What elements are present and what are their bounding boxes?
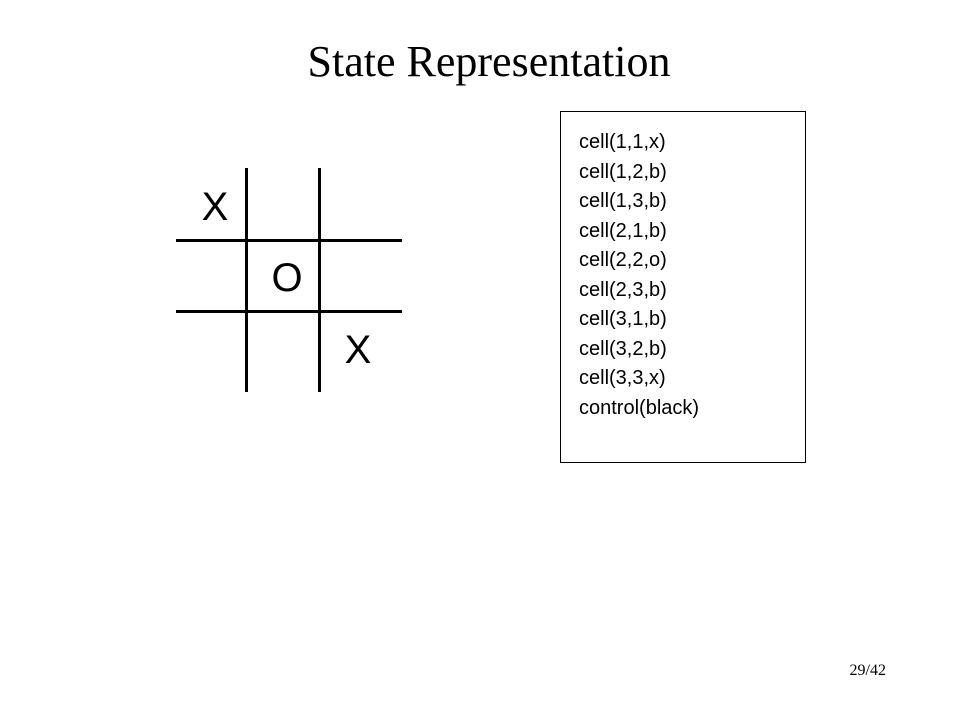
grid-line-horizontal-2 [176,310,402,313]
page-number: 29/42 [849,662,886,679]
fact-item: cell(1,1,x) [579,131,666,153]
grid-line-vertical-1 [245,168,248,392]
fact-item: cell(3,2,b) [579,337,667,360]
fact-item: cell(1,3,b) [579,190,667,212]
grid-line-horizontal-1 [176,239,402,242]
board-cell-1-3 [321,168,393,240]
board-cell-3-2 [248,313,320,385]
grid-line-vertical-2 [318,168,321,392]
state-facts-box: cell(1,1,x) cell(1,2,b) cell(1,3,b) cell… [560,111,806,463]
board-cell-1-1: X [201,185,229,229]
board-cell-1-2 [248,168,320,240]
fact-item: cell(3,1,b) [579,308,667,330]
board-cell-2-2: O [271,256,303,300]
state-facts-list: cell(1,1,x) cell(1,2,b) cell(1,3,b) cell… [579,128,805,423]
fact-item: cell(3,3,x) [579,367,666,389]
board-cell-2-1 [176,240,248,312]
fact-item: cell(1,2,b) [579,160,667,183]
board-cell-3-1 [176,313,248,385]
tic-tac-toe-board: X O X [176,168,402,392]
board-cell-3-3: X [344,328,372,372]
fact-item: cell(2,2,o) [579,249,667,271]
board-cell-2-3 [321,240,393,312]
fact-item: control(black) [579,396,700,419]
fact-item: cell(2,3,b) [579,278,667,301]
slide-title: State Representation [307,37,671,86]
fact-item: cell(2,1,b) [579,219,667,242]
